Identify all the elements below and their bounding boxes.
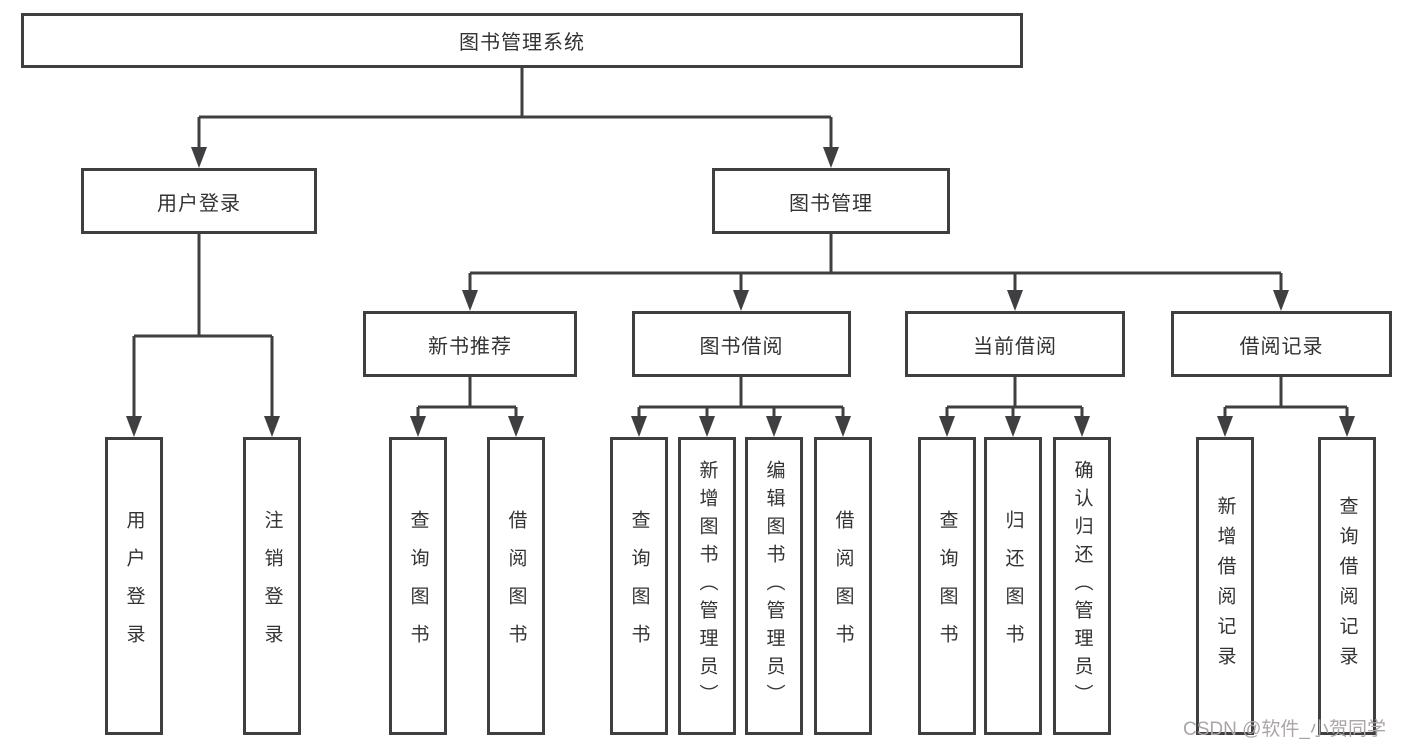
leaf-borrow-books-label: 借阅图书 (832, 510, 854, 662)
node-root: 图书管理系统 (21, 13, 1023, 68)
arrowhead-icon (191, 147, 207, 168)
leaf-confirm-return-admin: 确认归还（管理员） (1053, 437, 1111, 735)
arrowhead-icon (699, 416, 715, 437)
leaf-query-books-current-label: 查询图书 (936, 510, 958, 662)
leaf-return-books: 归还图书 (984, 437, 1042, 735)
node-book-management: 图书管理 (712, 168, 950, 234)
arrowhead-icon (126, 416, 142, 437)
arrowhead-icon (631, 416, 647, 437)
leaf-logout: 注销登录 (243, 437, 301, 735)
arrowhead-icon (835, 416, 851, 437)
leaf-add-books-admin: 新增图书（管理员） (678, 437, 736, 735)
node-user-login-label: 用户登录 (157, 192, 241, 215)
arrowhead-icon (939, 416, 955, 437)
leaf-query-books-borrowing: 查询图书 (610, 437, 668, 735)
connector-root-to-level2 (191, 68, 839, 168)
connector-records-to-leaves (1217, 377, 1355, 437)
leaf-edit-books-admin-label: 编辑图书（管理员） (763, 460, 785, 712)
node-current-borrowing: 当前借阅 (905, 311, 1125, 377)
arrowhead-icon (462, 290, 478, 311)
node-user-login: 用户登录 (81, 168, 317, 234)
connector-current-to-leaves (939, 377, 1090, 437)
leaf-borrow-books-recommend-label: 借阅图书 (505, 510, 527, 662)
arrowhead-icon (410, 416, 426, 437)
leaf-return-books-label: 归还图书 (1002, 510, 1024, 662)
connector-newbooks-to-leaves (410, 377, 524, 437)
leaf-query-books-recommend-label: 查询图书 (407, 510, 429, 662)
node-root-label: 图书管理系统 (459, 32, 585, 54)
node-book-borrowing: 图书借阅 (632, 311, 851, 377)
arrowhead-icon (766, 416, 782, 437)
arrowhead-icon (264, 416, 280, 437)
leaf-edit-books-admin: 编辑图书（管理员） (745, 437, 803, 735)
leaf-query-borrow-record: 查询借阅记录 (1318, 437, 1376, 735)
arrowhead-icon (1005, 416, 1021, 437)
node-borrow-records-label: 借阅记录 (1239, 335, 1324, 358)
leaf-add-borrow-record-label: 新增借阅记录 (1214, 496, 1236, 676)
arrowhead-icon (1217, 416, 1233, 437)
leaf-user-login-label: 用户登录 (123, 510, 145, 662)
leaf-borrow-books-recommend: 借阅图书 (487, 437, 545, 735)
leaf-add-borrow-record: 新增借阅记录 (1196, 437, 1254, 735)
leaf-add-books-admin-label: 新增图书（管理员） (696, 460, 718, 712)
node-book-management-label: 图书管理 (789, 192, 873, 215)
arrowhead-icon (1339, 416, 1355, 437)
arrowhead-icon (1007, 290, 1023, 311)
leaf-query-books-current: 查询图书 (918, 437, 976, 735)
leaf-borrow-books: 借阅图书 (814, 437, 872, 735)
leaf-query-books-borrowing-label: 查询图书 (628, 510, 650, 662)
connector-userlogin-to-leaves (126, 234, 280, 437)
leaf-query-borrow-record-label: 查询借阅记录 (1336, 496, 1358, 676)
node-new-book-recommend: 新书推荐 (363, 311, 577, 377)
leaf-query-books-recommend: 查询图书 (389, 437, 447, 735)
node-borrow-records: 借阅记录 (1171, 311, 1392, 377)
connector-bookmgmt-to-level3 (462, 234, 1289, 311)
node-new-book-recommend-label: 新书推荐 (428, 335, 512, 358)
arrowhead-icon (733, 290, 749, 311)
arrowhead-icon (1273, 290, 1289, 311)
connector-borrowing-to-leaves (631, 377, 851, 437)
leaf-confirm-return-admin-label: 确认归还（管理员） (1071, 460, 1093, 712)
node-current-borrowing-label: 当前借阅 (973, 335, 1057, 358)
leaf-user-login: 用户登录 (105, 437, 163, 735)
arrowhead-icon (1074, 416, 1090, 437)
watermark: CSDN @软件_小贺同学 (1183, 719, 1386, 740)
arrowhead-icon (508, 416, 524, 437)
leaf-logout-label: 注销登录 (261, 510, 283, 662)
arrowhead-icon (823, 147, 839, 168)
node-book-borrowing-label: 图书借阅 (699, 335, 784, 358)
